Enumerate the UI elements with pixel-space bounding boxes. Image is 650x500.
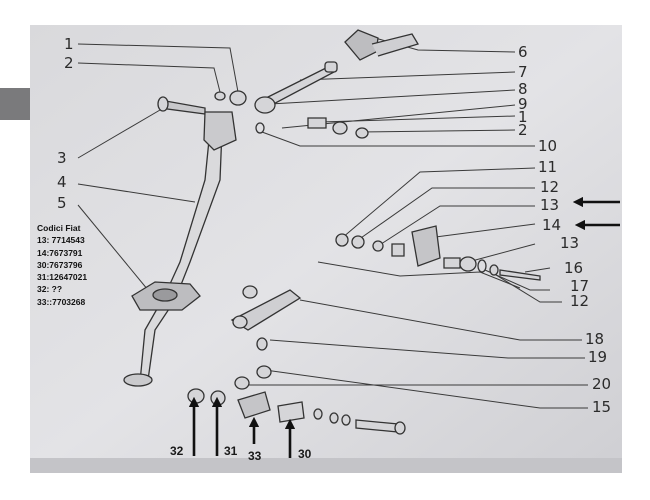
callout-1-right: 1: [518, 108, 528, 126]
callout-17: 17: [570, 277, 589, 295]
callout-18: 18: [585, 330, 604, 348]
washer-2-top: [214, 91, 226, 101]
callouts-left: 1 2 3 4 5: [57, 35, 74, 212]
callout-16: 16: [564, 259, 583, 277]
callout-12-top: 12: [540, 178, 559, 196]
callout-13-lower: 13: [560, 234, 579, 252]
bottom-shadow: [30, 458, 622, 473]
callout-1-top: 1: [64, 35, 74, 53]
callout-11: 11: [538, 158, 557, 176]
code-line: 31:12647021: [37, 272, 88, 283]
label-31: 31: [224, 444, 238, 458]
callout-4: 4: [57, 173, 67, 191]
callout-14: 14: [542, 216, 561, 234]
codes-title: Codici Fiat: [37, 223, 81, 233]
callout-20: 20: [592, 375, 611, 393]
callout-9: 9: [518, 95, 528, 113]
callout-12-lower: 12: [570, 292, 589, 310]
callout-2-right: 2: [518, 121, 528, 139]
annotation-arrows: [188, 196, 620, 458]
bushing-1-top: [229, 90, 247, 106]
callout-10: 10: [538, 137, 557, 155]
selector-block-14: [411, 225, 441, 267]
callout-3: 3: [57, 149, 67, 167]
callout-13-top: 13: [540, 196, 559, 214]
callout-15: 15: [592, 398, 611, 416]
code-line: 13: 7714543: [37, 235, 85, 246]
dark-shadow-left: [0, 88, 30, 120]
bracket-33: [237, 391, 271, 419]
callout-7: 7: [518, 63, 528, 81]
label-33: 33: [248, 449, 262, 463]
label-32: 32: [170, 444, 184, 458]
callouts-right: 6 7 8 9 1 2 10 11 12 13 14 13 16 17 12 1…: [518, 43, 611, 416]
arrow-number-labels: 32 31 33 30: [170, 444, 312, 463]
code-line: 30:7673796: [37, 259, 83, 270]
fiat-codes-list: Codici Fiat 13: 7714543 14:7673791 30:76…: [37, 222, 87, 308]
code-line: 14:7673791: [37, 247, 83, 258]
bushing-32: [187, 388, 205, 404]
label-30: 30: [298, 447, 312, 461]
sleeve-30: [277, 401, 305, 423]
callout-5: 5: [57, 194, 67, 212]
callout-8: 8: [518, 80, 528, 98]
code-line: 32: ??: [37, 284, 63, 295]
callout-6: 6: [518, 43, 528, 61]
bushing-8: [254, 96, 276, 114]
callout-2-top: 2: [64, 54, 74, 72]
callout-19: 19: [588, 348, 607, 366]
photo-background: [30, 25, 622, 473]
code-line: 33::7703268: [37, 296, 86, 307]
